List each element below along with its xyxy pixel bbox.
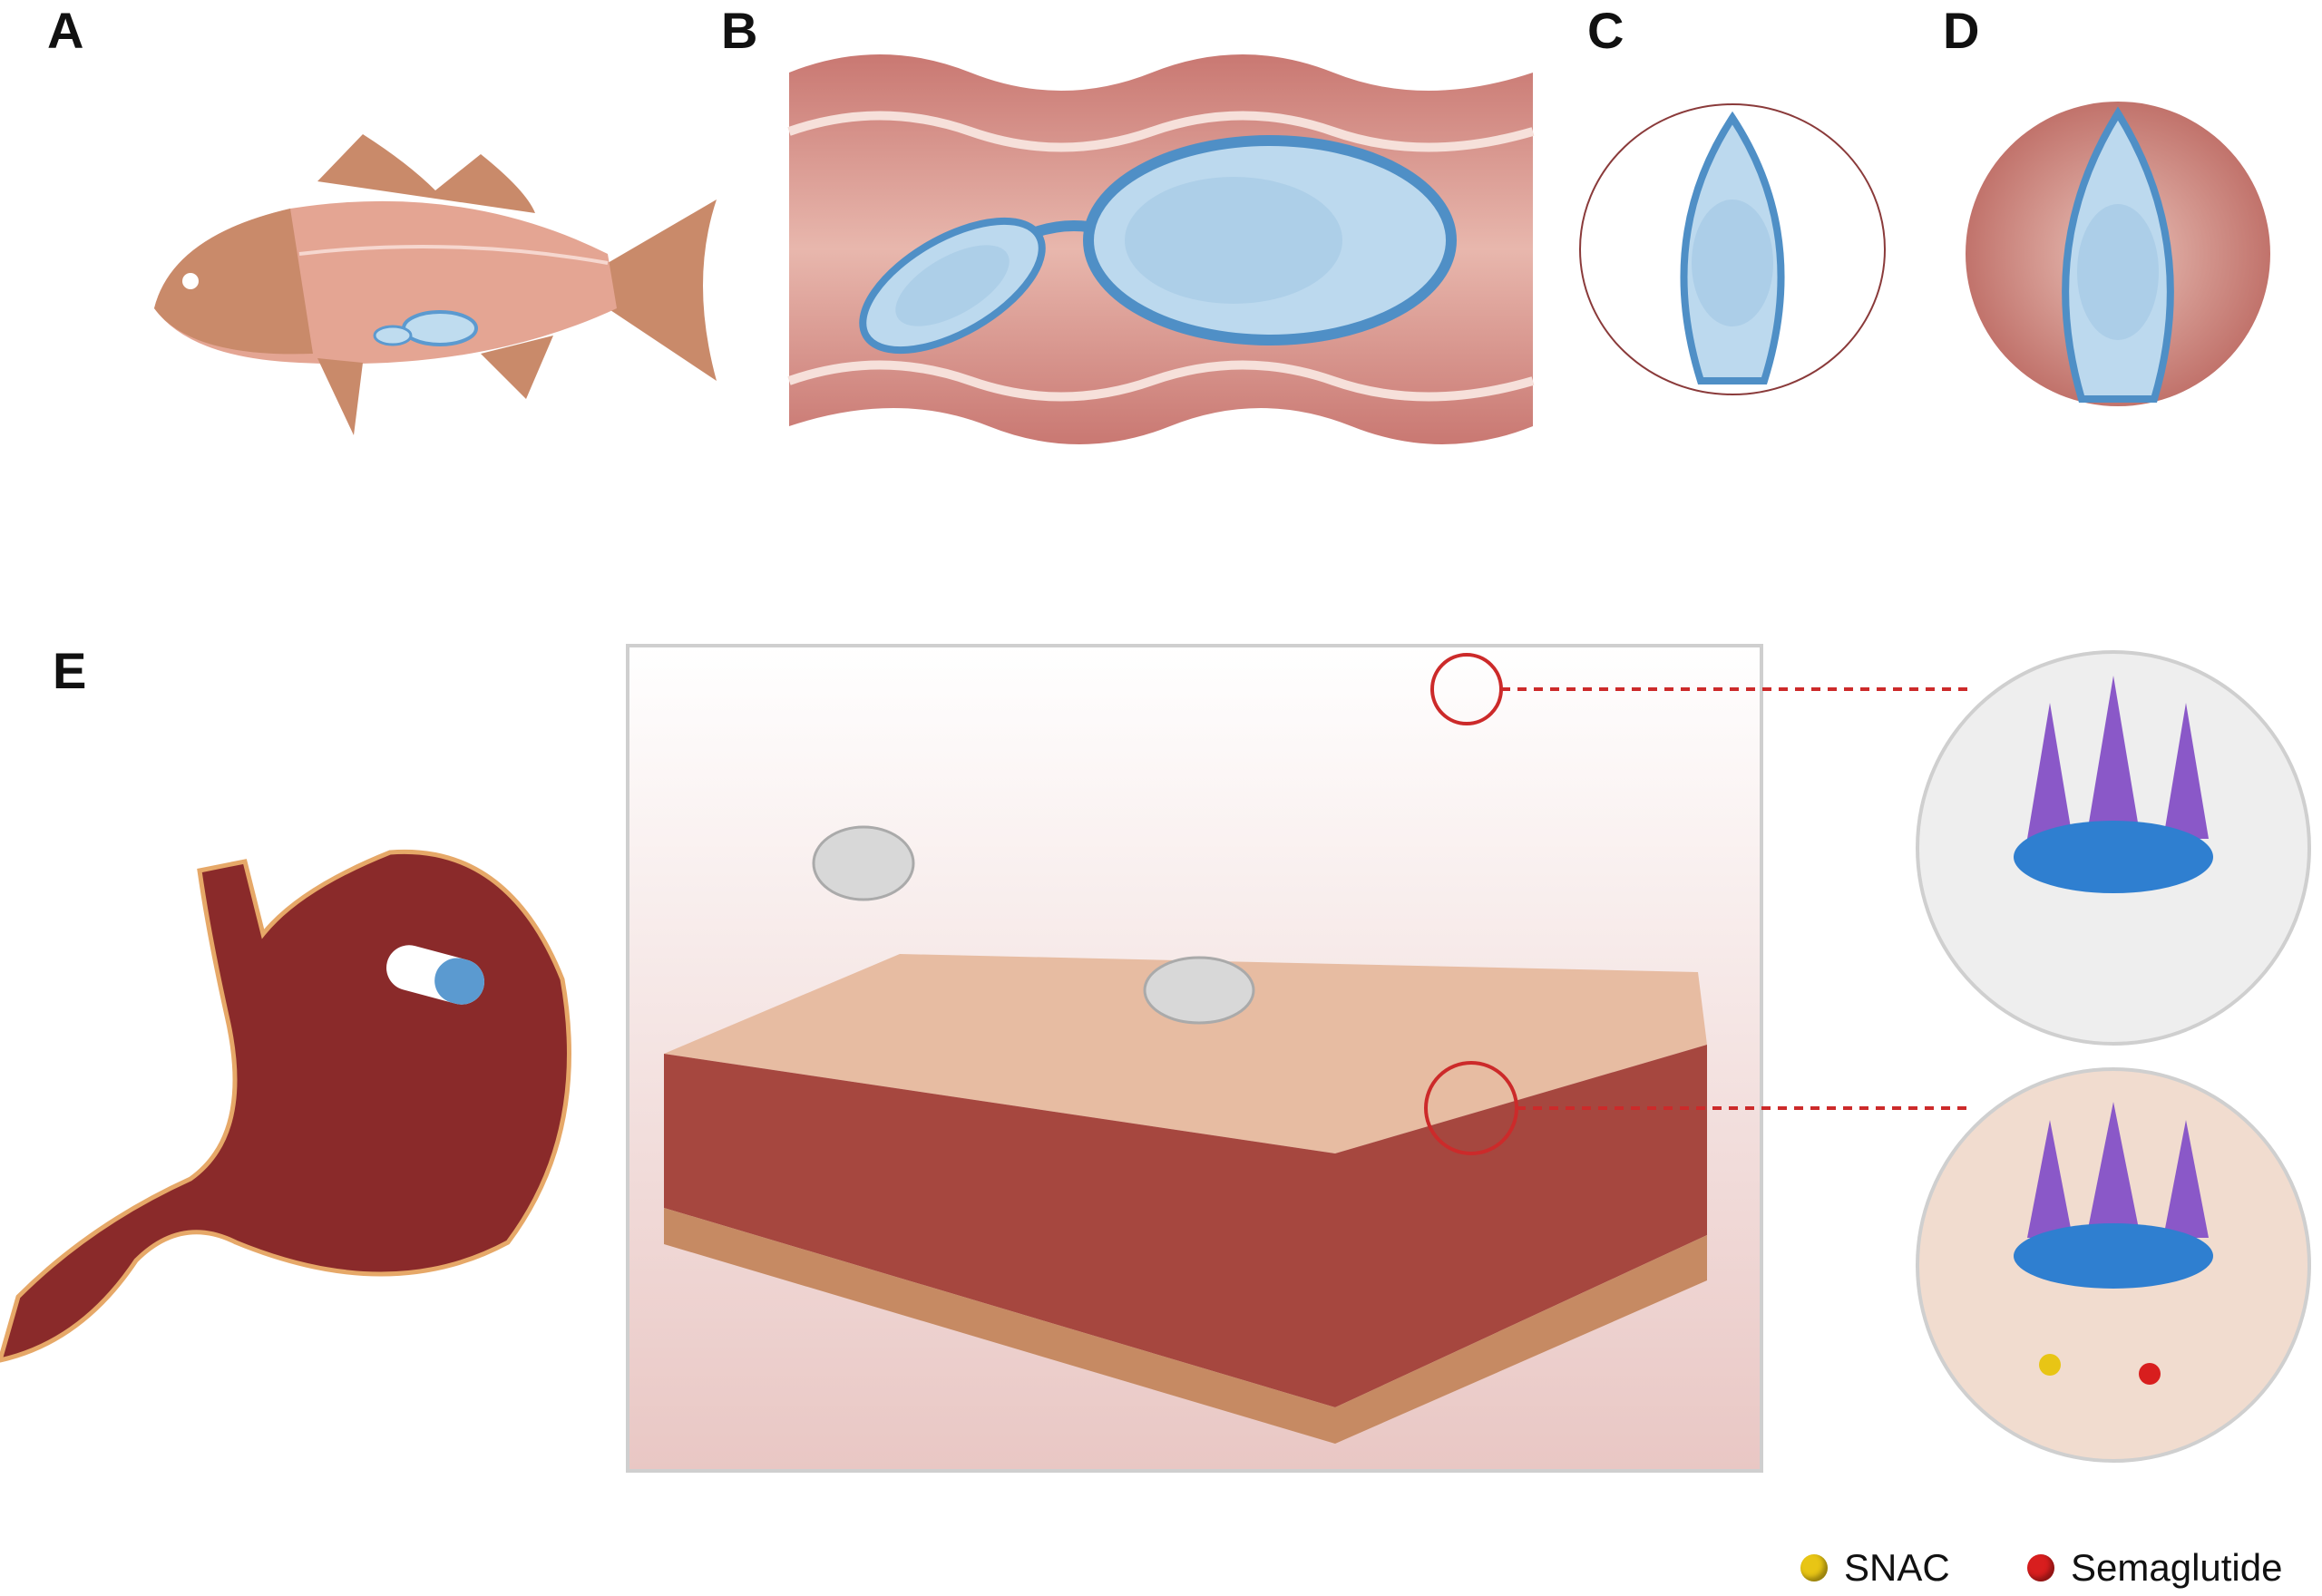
fish-anal-fin [481, 336, 553, 399]
fish-dorsal-fin [317, 134, 535, 213]
panel-label-d: D [1943, 2, 1980, 59]
tissue-base-layer [664, 1208, 1707, 1444]
falling-pills [812, 825, 1255, 1025]
snac-particle [2039, 1354, 2061, 1376]
tissue-block-frame [626, 644, 1970, 1473]
parasite-cross-section-d [1966, 102, 2270, 406]
fish-eye [182, 273, 199, 289]
snac-legend-label: SNAC [1844, 1546, 1950, 1589]
capsule-in-stomach [386, 945, 484, 1005]
device-callout-bottom [1424, 1061, 1970, 1155]
fish-tail [608, 200, 717, 381]
stomach-illustration [0, 849, 571, 1363]
stomach-wall [0, 849, 571, 1363]
intestine-inner-bottom [787, 360, 1535, 402]
semaglutide-legend-dot [2027, 1554, 2054, 1581]
microneedle-device-inserted [2014, 1102, 2213, 1289]
semaglutide-particle [2139, 1363, 2161, 1385]
panel-label-e: E [53, 642, 87, 699]
panel-label-c: C [1587, 2, 1624, 59]
tissue-muscle-layer [664, 1045, 1707, 1407]
tissue-top-layer [664, 954, 1707, 1153]
legend-snac: SNAC [1800, 1546, 1950, 1590]
snac-legend-dot [1800, 1554, 1828, 1581]
microneedle-device [2014, 676, 2213, 893]
parasite-small [859, 217, 1046, 355]
device-zoom-bottom [1916, 1067, 2311, 1463]
parasite-cross-section-c [1579, 103, 1886, 395]
panel-label-a: A [47, 2, 84, 59]
fish-parasite-cyst [373, 310, 478, 346]
fish-head [154, 209, 313, 355]
fish-pelvic-fin [317, 358, 363, 435]
parasite-large [1083, 135, 1457, 345]
device-callout-top [1430, 653, 1970, 725]
intestine-inner-top [787, 111, 1535, 152]
fish-lateral-line [298, 245, 609, 265]
legend-semaglutide: Semaglutide [2027, 1546, 2282, 1590]
device-zoom-top [1916, 650, 2311, 1046]
semaglutide-legend-label: Semaglutide [2071, 1546, 2283, 1589]
panel-label-b: B [721, 2, 758, 59]
intestine-illustration [787, 54, 1535, 444]
fish-illustration [154, 134, 717, 435]
